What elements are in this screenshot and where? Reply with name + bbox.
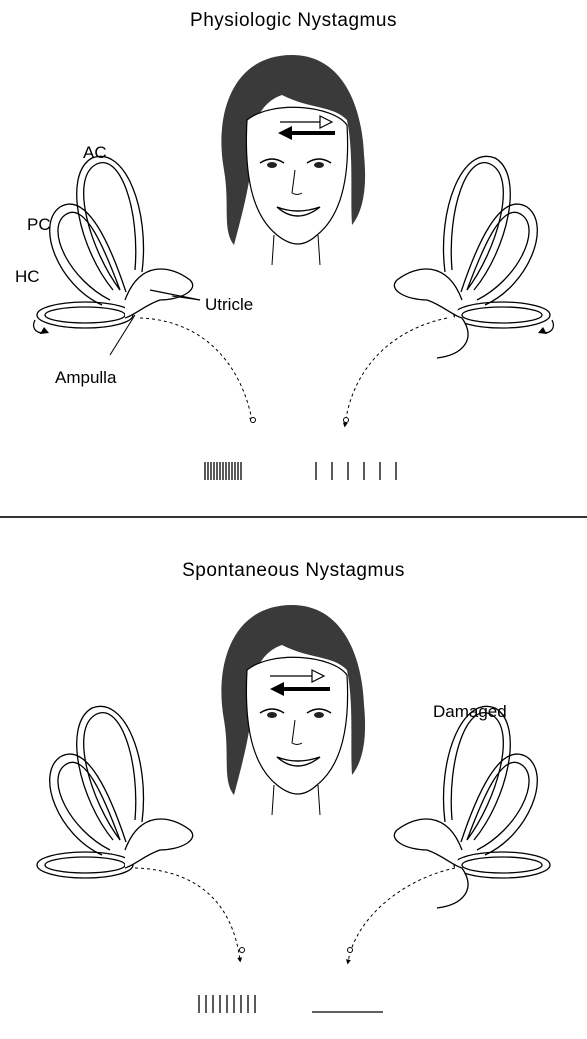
right-labyrinth-top — [394, 156, 553, 358]
right-labyrinth-bottom-damaged — [394, 706, 550, 908]
firing-rate-left-top — [205, 462, 241, 480]
left-labyrinth-bottom — [37, 706, 193, 878]
firing-rate-left-bottom — [199, 995, 255, 1013]
firing-rate-right-top — [316, 462, 396, 480]
left-labyrinth-top — [34, 156, 200, 333]
